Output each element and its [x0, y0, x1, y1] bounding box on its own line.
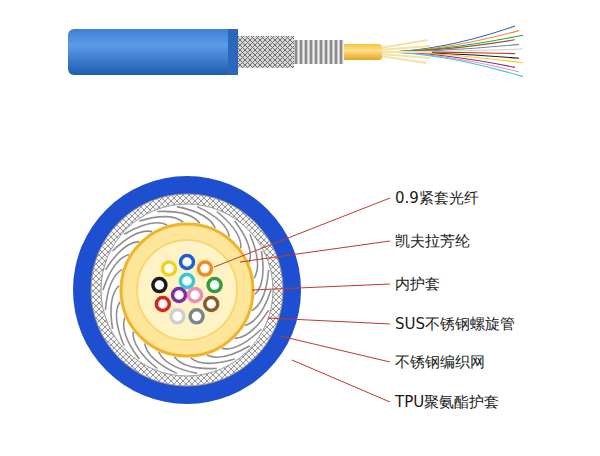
part-label: SUS不锈钢螺旋管 — [393, 314, 517, 334]
cable-side-view — [68, 26, 523, 77]
part-label: TPU聚氨酯护套 — [393, 392, 501, 412]
leader-lines — [214, 198, 390, 402]
fiber — [153, 279, 166, 292]
fiber — [208, 279, 221, 292]
spiral-stroke — [174, 357, 217, 369]
leader-line — [214, 198, 390, 267]
spiral-stroke — [255, 251, 263, 295]
spiral-tube-side — [290, 40, 344, 64]
braid-side — [232, 36, 294, 68]
leader-line — [252, 284, 390, 290]
kevlar-strands — [380, 40, 432, 63]
spiral-stroke — [157, 211, 200, 223]
part-label: 凯夫拉芳纶 — [393, 231, 472, 251]
fiber — [156, 298, 169, 311]
tpu-ring — [73, 176, 301, 404]
spiral-strokes — [103, 207, 271, 374]
part-label: 内护套 — [393, 274, 442, 294]
fiber — [171, 310, 184, 323]
jacket-end — [228, 29, 238, 75]
leader-line — [240, 241, 390, 262]
spiral-stroke — [111, 286, 119, 330]
kevlar-core — [137, 240, 237, 340]
spiral-stroke — [139, 217, 183, 223]
inner-jacket — [121, 224, 253, 356]
fiber-fan — [380, 26, 523, 77]
part-label: 0.9紧套光纤 — [393, 188, 481, 208]
fiber — [190, 310, 203, 323]
cable-cross-section — [73, 176, 301, 404]
leader-line — [292, 360, 390, 402]
leader-line — [268, 318, 390, 324]
spiral-stroke — [191, 358, 235, 364]
fiber — [189, 289, 202, 302]
spiral-ring — [101, 204, 273, 376]
leader-line — [280, 336, 390, 362]
fiber — [199, 262, 212, 275]
inner-jacket-side — [340, 44, 382, 60]
tpu-jacket-side — [68, 29, 238, 75]
fiber — [181, 275, 194, 288]
fiber — [173, 289, 186, 302]
tight-buffer-fibers — [153, 256, 221, 323]
fiber-strand — [380, 52, 523, 63]
part-label: 不锈钢编织网 — [393, 352, 487, 372]
fiber — [163, 262, 176, 275]
fiber — [205, 298, 218, 311]
fiber — [181, 256, 194, 269]
